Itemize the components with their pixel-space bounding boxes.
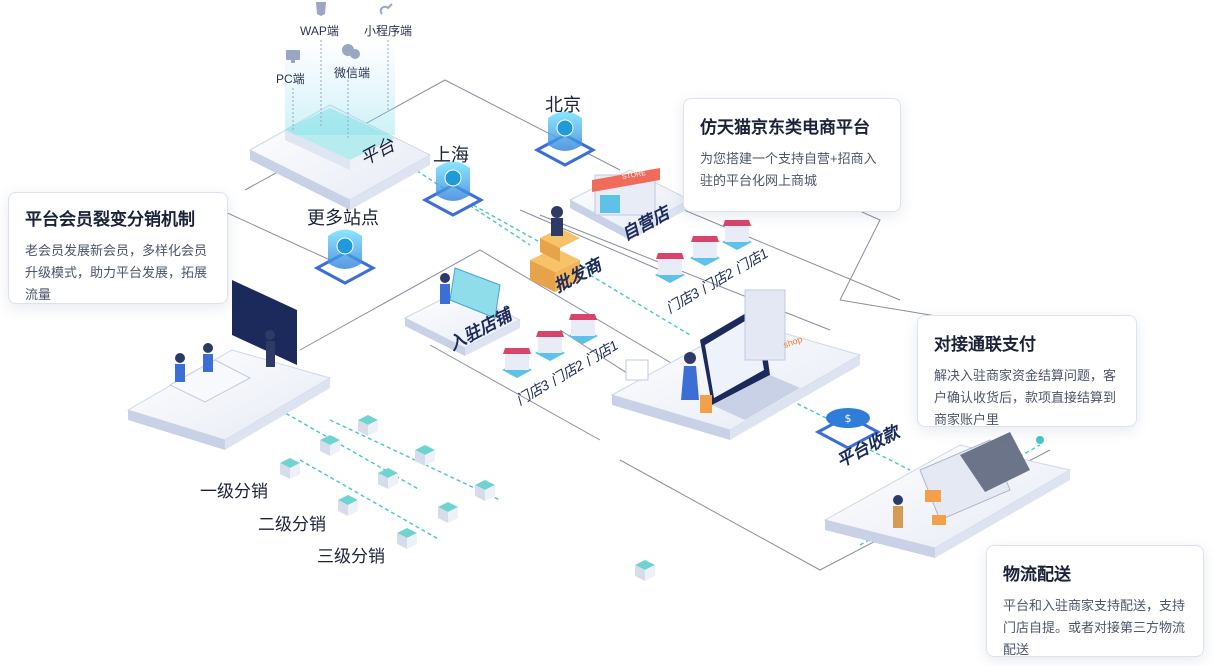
city-pin-beijing bbox=[533, 111, 597, 167]
distribution-cube bbox=[635, 560, 655, 581]
platform-pad bbox=[248, 40, 432, 210]
callout-logistics: 物流配送 平台和入驻商家支持配送，支持门店自提。或者对接第三方物流配送 bbox=[986, 545, 1204, 657]
pc-icon-stand bbox=[291, 60, 295, 63]
city-pin-more-sites bbox=[313, 229, 377, 285]
pc-icon bbox=[286, 50, 300, 60]
svg-text:$: $ bbox=[845, 412, 852, 425]
distribution-cube bbox=[397, 528, 417, 549]
distribution-cube bbox=[475, 480, 495, 501]
city-pin-shanghai bbox=[421, 161, 485, 217]
logistics-pad bbox=[823, 432, 1072, 558]
flow-arrow bbox=[279, 409, 421, 491]
distribution-cube bbox=[378, 468, 398, 489]
payment-pin: $ bbox=[814, 408, 882, 450]
level1-label: 一级分销 bbox=[200, 482, 268, 501]
callout-logistics-title: 物流配送 bbox=[1003, 565, 1071, 584]
store-group-upper bbox=[655, 220, 752, 283]
store-group-lower bbox=[502, 314, 598, 378]
distribution-cube bbox=[320, 435, 340, 456]
level3-label: 三级分销 bbox=[317, 547, 385, 566]
merchant-entry-pad bbox=[403, 267, 522, 356]
miniprogram-icon bbox=[379, 3, 393, 15]
distribution-cube bbox=[280, 458, 300, 479]
flow-arrow bbox=[299, 459, 441, 541]
connector-line bbox=[429, 344, 601, 441]
wechat-icon-small bbox=[350, 49, 360, 59]
distribution-cube bbox=[438, 502, 458, 523]
connector-line bbox=[209, 204, 331, 261]
distribution-cube bbox=[338, 495, 358, 516]
flow-arrow bbox=[589, 274, 691, 336]
client-icons bbox=[286, 2, 393, 63]
callout-unionpay-text: 解决入驻商家资金结算问题，客户确认收货后，款项直接结算到商家账户里 bbox=[934, 368, 1117, 427]
miniprogram-label: 小程序端 bbox=[364, 24, 413, 38]
connector-line bbox=[299, 249, 701, 381]
distribution-cube bbox=[415, 445, 435, 466]
callout-unionpay: 对接通联支付 解决入驻商家资金结算问题，客户确认收货后，款项直接结算到商家账户里 bbox=[917, 315, 1137, 427]
callout-member: 平台会员裂变分销机制 老会员发展新会员，多样化会员升级模式，助力平台发展，拓展流… bbox=[8, 192, 228, 304]
callout-unionpay-title: 对接通联支付 bbox=[934, 335, 1036, 354]
meeting-pad bbox=[126, 280, 332, 450]
distribution-cubes bbox=[280, 415, 655, 581]
self-store-pad bbox=[568, 168, 692, 240]
holo-beams bbox=[292, 40, 389, 140]
flow-arrow bbox=[759, 384, 831, 421]
callout-tmall-text: 为您搭建一个支持自营+招商入驻的平台化网上商城 bbox=[700, 151, 877, 188]
level2-label: 二级分销 bbox=[258, 515, 326, 534]
wap-label: WAP端 bbox=[300, 24, 339, 38]
beijing-label: 北京 bbox=[545, 95, 581, 115]
callout-member-title: 平台会员裂变分销机制 bbox=[25, 210, 195, 229]
callout-member-text: 老会员发展新会员，多样化会员升级模式，助力平台发展，拓展流量 bbox=[25, 243, 208, 302]
shanghai-label: 上海 bbox=[433, 145, 469, 165]
flow-arrow bbox=[869, 449, 911, 471]
wechat-label: 微信端 bbox=[334, 66, 371, 80]
connector-line bbox=[519, 209, 661, 271]
central-pad bbox=[610, 289, 862, 440]
callout-tmall-title: 仿天猫京东类电商平台 bbox=[700, 118, 870, 137]
html5-icon bbox=[316, 2, 326, 16]
pc-label: PC端 bbox=[276, 72, 305, 86]
distribution-cube bbox=[358, 415, 378, 436]
more-sites-label: 更多站点 bbox=[307, 208, 379, 228]
wholesaler-boxes bbox=[530, 206, 580, 292]
callout-logistics-text: 平台和入驻商家支持配送，支持门店自提。或者对接第三方物流配送 bbox=[1003, 598, 1186, 657]
callout-tmall: 仿天猫京东类电商平台 为您搭建一个支持自营+招商入驻的平台化网上商城 bbox=[683, 98, 901, 212]
